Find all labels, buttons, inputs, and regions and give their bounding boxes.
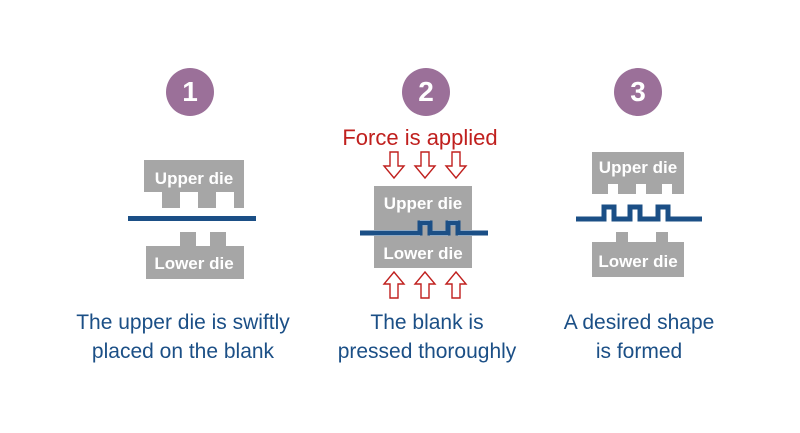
step-3-badge: 3: [614, 68, 662, 116]
step-3-upper-die-label: Upper die: [599, 158, 677, 177]
step-3-upper-die: [592, 152, 684, 194]
step-2-caption-line-2: pressed thoroughly: [337, 340, 517, 363]
arrow-up-icon: [413, 270, 437, 299]
force-label: Force is applied: [342, 125, 498, 150]
step-1-caption-line-1: The upper die is swiftly: [76, 311, 290, 334]
step-2-badge: 2: [402, 68, 450, 116]
step-3-blank: [576, 204, 702, 222]
step-1-badge: 1: [166, 68, 214, 116]
arrow-up-icon: [444, 270, 468, 299]
step-1-lower-die-label: Lower die: [154, 254, 233, 273]
step-2-illustration: Upper die Lower die: [360, 151, 488, 299]
step-2-upper-die-label: Upper die: [384, 194, 462, 213]
step-3-illustration: Upper die Lower die: [576, 152, 702, 277]
arrow-up-icon: [382, 270, 406, 299]
step-2-caption: The blank is pressed thoroughly: [292, 308, 562, 366]
step-2-caption-line-1: The blank is: [370, 311, 484, 334]
step-1-upper-die-label: Upper die: [155, 169, 233, 188]
arrow-down-icon: [382, 151, 406, 180]
step-3-caption-line-2: is formed: [595, 340, 683, 363]
step-1-upper-die: [144, 160, 244, 208]
step-3-caption-line-1: A desired shape: [563, 311, 715, 334]
step-1-caption-line-2: placed on the blank: [91, 340, 275, 363]
step-3-number: 3: [630, 76, 646, 107]
force-arrows-top: [382, 151, 468, 180]
step-2-lower-die: [374, 226, 472, 268]
step-2-lower-die-label: Lower die: [383, 244, 462, 263]
step-2-upper-die: [374, 186, 472, 230]
arrow-down-icon: [444, 151, 468, 180]
step-1-lower-die: [146, 232, 244, 279]
step-1-number: 1: [182, 76, 198, 107]
step-3-lower-die: [592, 232, 684, 277]
arrow-down-icon: [413, 151, 437, 180]
force-arrows-bottom: [382, 270, 468, 299]
step-1-caption: The upper die is swiftly placed on the b…: [48, 308, 318, 366]
step-3-lower-die-label: Lower die: [598, 252, 677, 271]
step-2-number: 2: [418, 76, 434, 107]
step-1-illustration: Upper die Lower die: [128, 160, 256, 279]
step-1-blank: [128, 216, 256, 221]
step-2-blank: [360, 220, 488, 236]
step-3-caption: A desired shape is formed: [504, 308, 774, 366]
